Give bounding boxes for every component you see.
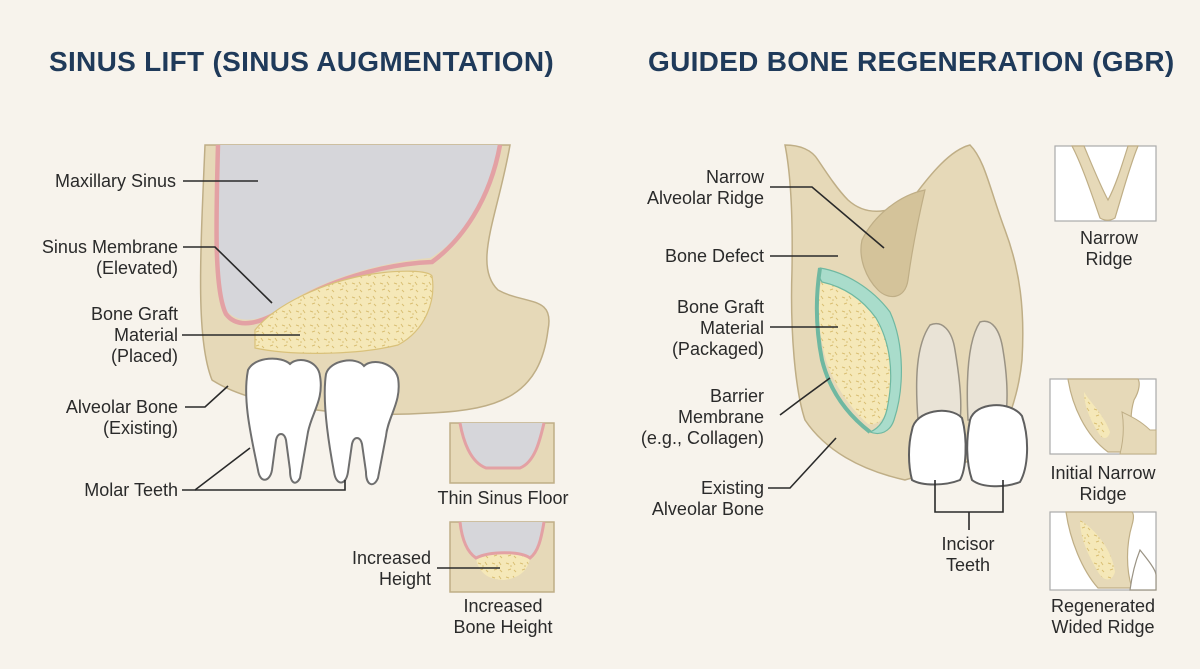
label-sinus-membrane: Sinus Membrane (Elevated) <box>42 237 178 279</box>
label-increased-bone-height-line2: Bone Height <box>453 617 553 637</box>
molar-tooth-2 <box>323 359 400 486</box>
gbr-title: GUIDED BONE REGENERATION (GBR) <box>648 46 1175 77</box>
incisor-tooth-1 <box>908 409 967 486</box>
label-sinus-membrane-line1: Sinus Membrane <box>41 237 178 257</box>
label-narrow-alveolar-ridge-line1: Narrow <box>705 167 764 187</box>
label-sinus-bone-graft-line1: Bone Graft <box>90 304 178 324</box>
label-narrow-alveolar-ridge: Narrow Alveolar Ridge <box>647 167 764 209</box>
inset-thin-sinus-floor <box>449 422 555 484</box>
gbr-membrane-edge <box>814 267 872 434</box>
inset-narrow-ridge <box>1054 145 1157 222</box>
label-barrier-membrane-line1: Barrier <box>709 386 764 406</box>
gbr-bone-graft <box>818 280 891 425</box>
label-inset-regenerated-ridge: Regenerated Wided Ridge <box>1034 596 1172 638</box>
label-incisor-teeth-line1: Incisor <box>941 534 995 554</box>
label-existing-alveolar-bone: Existing Alveolar Bone <box>652 478 764 520</box>
incisor-root-2 <box>966 320 1008 421</box>
label-barrier-membrane-line3: (e.g., Collagen) <box>640 428 764 448</box>
label-alveolar-bone-line1: Alveolar Bone <box>65 397 178 417</box>
label-alveolar-bone-line2: (Existing) <box>102 418 178 438</box>
label-gbr-bone-graft-line3: (Packaged) <box>671 339 764 359</box>
label-inset-narrow-ridge-line1: Narrow <box>1079 228 1138 248</box>
label-narrow-alveolar-ridge-line2: Alveolar Ridge <box>646 188 764 208</box>
label-increased-height-line1: Increased <box>351 548 431 568</box>
label-increased-height-line2: Height <box>378 569 431 589</box>
label-incisor-teeth: Incisor Teeth <box>918 534 1018 576</box>
label-sinus-membrane-line2: (Elevated) <box>95 258 178 278</box>
label-thin-sinus-floor: Thin Sinus Floor <box>437 488 569 508</box>
label-inset-narrow-ridge: Narrow Ridge <box>1040 228 1178 270</box>
molar-tooth-1 <box>245 357 322 484</box>
label-increased-height: Increased Height <box>352 548 431 590</box>
label-alveolar-bone: Alveolar Bone (Existing) <box>66 397 178 439</box>
gbr-narrow-ridge-shape <box>860 189 926 298</box>
gbr-leader-lines <box>768 186 1004 530</box>
label-sinus-bone-graft: Bone Graft Material (Placed) <box>91 304 178 367</box>
label-gbr-bone-graft-line1: Bone Graft <box>676 297 764 317</box>
label-inset-initial-narrow-ridge-line1: Initial Narrow <box>1050 463 1156 483</box>
label-maxillary-sinus: Maxillary Sinus <box>54 171 176 191</box>
maxillary-sinus-cavity <box>217 145 498 320</box>
label-sinus-bone-graft-line2: Material <box>113 325 178 345</box>
sinus-bone-graft <box>254 270 434 354</box>
label-increased-bone-height: Increased Bone Height <box>433 596 573 638</box>
label-inset-regenerated-ridge-line2: Wided Ridge <box>1051 617 1155 637</box>
label-sinus-bone-graft-line3: (Placed) <box>110 346 178 366</box>
label-inset-initial-narrow-ridge-line2: Ridge <box>1079 484 1127 504</box>
label-existing-alveolar-bone-line2: Alveolar Bone <box>651 499 764 519</box>
gbr-barrier-membrane <box>818 267 903 435</box>
inset-regenerated-ridge <box>1049 511 1157 591</box>
label-inset-narrow-ridge-line2: Ridge <box>1085 249 1133 269</box>
label-inset-regenerated-ridge-line1: Regenerated <box>1050 596 1156 616</box>
sinus-lift-title: SINUS LIFT (SINUS AUGMENTATION) <box>49 46 554 77</box>
label-molar-teeth: Molar Teeth <box>84 480 178 500</box>
inset-initial-narrow-ridge <box>1049 378 1157 455</box>
incisor-tooth-2 <box>966 404 1029 488</box>
label-barrier-membrane-line2: Membrane <box>677 407 764 427</box>
label-incisor-teeth-line2: Teeth <box>945 555 991 575</box>
sinus-leader-lines <box>182 180 500 569</box>
sinus-lift-drawing <box>182 144 555 593</box>
label-increased-bone-height-line1: Increased <box>463 596 543 616</box>
label-existing-alveolar-bone-line1: Existing <box>700 478 764 498</box>
inset-increased-height <box>449 521 555 593</box>
incisor-root-1 <box>915 323 962 421</box>
label-bone-defect: Bone Defect <box>664 246 764 266</box>
label-gbr-bone-graft-line2: Material <box>699 318 764 338</box>
label-gbr-bone-graft: Bone Graft Material (Packaged) <box>672 297 764 360</box>
label-barrier-membrane: Barrier Membrane (e.g., Collagen) <box>641 386 764 449</box>
gbr-drawing <box>768 144 1157 591</box>
label-inset-initial-narrow-ridge: Initial Narrow Ridge <box>1034 463 1172 505</box>
